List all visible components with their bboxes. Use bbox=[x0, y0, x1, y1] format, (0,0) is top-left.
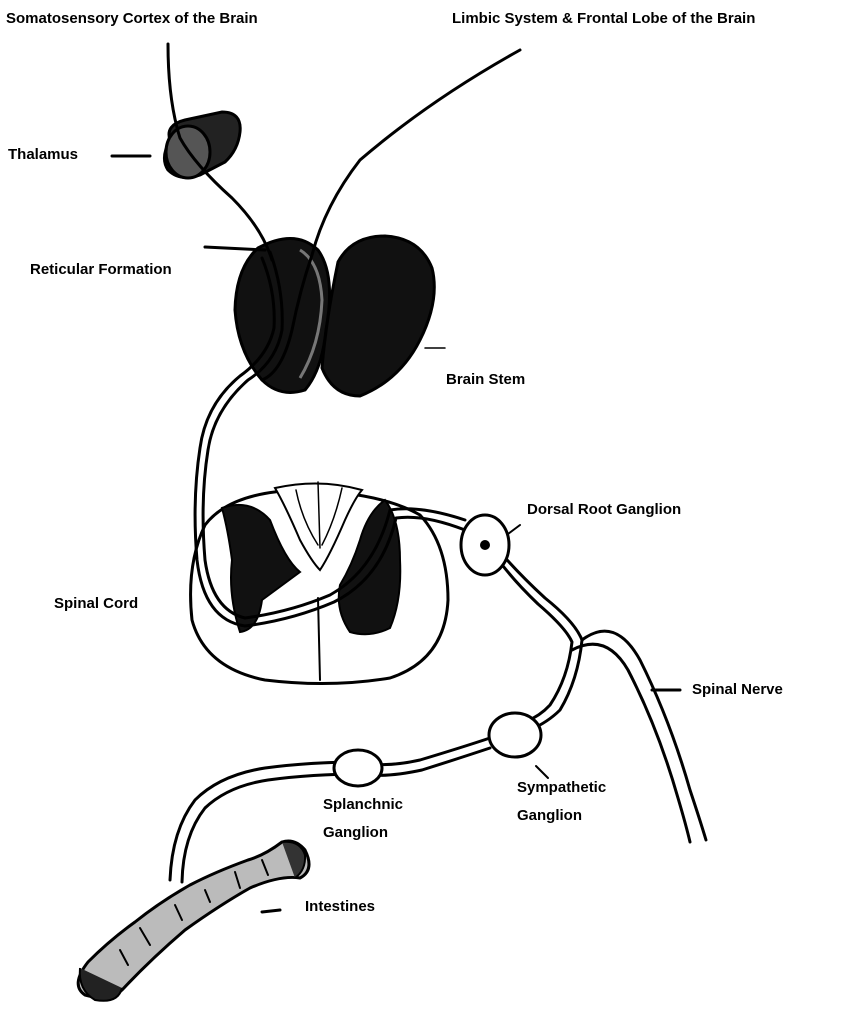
label-somatosensory-cortex: Somatosensory Cortex of the Brain bbox=[6, 9, 258, 29]
intestines-illustration bbox=[78, 841, 309, 1001]
label-brain-stem: Brain Stem bbox=[446, 370, 525, 390]
label-intestines: Intestines bbox=[305, 897, 375, 917]
label-thalamus: Thalamus bbox=[8, 145, 78, 165]
label-dorsal-root-ganglion: Dorsal Root Ganglion bbox=[527, 500, 681, 520]
label-limbic-system: Limbic System & Frontal Lobe of the Brai… bbox=[452, 9, 755, 29]
label-spinal-cord: Spinal Cord bbox=[54, 594, 138, 614]
label-reticular-formation: Reticular Formation bbox=[30, 260, 172, 280]
label-splanchnic-ganglion-line2: Ganglion bbox=[323, 823, 388, 843]
label-splanchnic-ganglion-line1: Splanchnic bbox=[323, 795, 403, 815]
dorsal-root-ganglion-shape bbox=[461, 515, 509, 575]
nerve-fibers bbox=[168, 44, 706, 882]
brain-stem-illustration bbox=[235, 236, 434, 396]
label-spinal-nerve: Spinal Nerve bbox=[692, 680, 783, 700]
splanchnic-ganglion-shape bbox=[334, 750, 382, 786]
spinal-cord-illustration bbox=[191, 482, 448, 684]
label-sympathetic-ganglion-line1: Sympathetic bbox=[517, 778, 606, 798]
label-sympathetic-ganglion-line2: Ganglion bbox=[517, 806, 582, 826]
sympathetic-ganglion-shape bbox=[489, 713, 541, 757]
